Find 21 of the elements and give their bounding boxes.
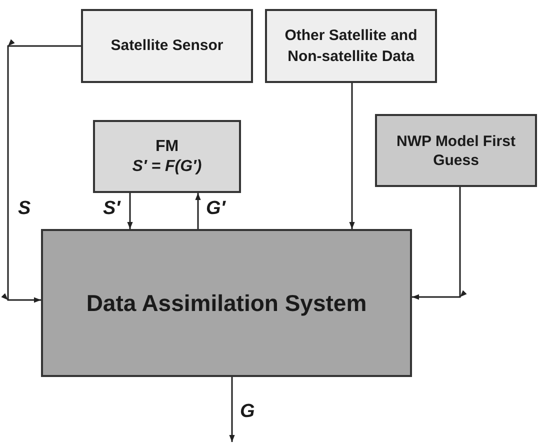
arrow — [349, 83, 355, 229]
process-box — [93, 120, 241, 193]
process-box — [41, 229, 412, 377]
arrow — [229, 377, 235, 442]
arrow — [195, 193, 201, 229]
edge-label: G — [240, 402, 255, 421]
process-box — [81, 9, 253, 83]
arrow — [1, 39, 81, 303]
arrow — [127, 193, 133, 229]
box-label: FM — [155, 136, 179, 156]
arrow — [412, 187, 467, 300]
box-label: NWP Model First Guess — [396, 132, 516, 170]
formula: S′ = F(G′) — [132, 156, 202, 176]
box-label: Satellite Sensor — [110, 36, 224, 56]
edge-label: G′ — [206, 199, 226, 218]
edge-label: S′ — [103, 199, 120, 218]
box-label: Other Satellite and Non-satellite Data — [284, 26, 418, 67]
process-box — [375, 114, 537, 187]
edge-label: S — [18, 199, 31, 218]
process-box — [265, 9, 437, 83]
box-label: Data Assimilation System — [86, 288, 367, 318]
